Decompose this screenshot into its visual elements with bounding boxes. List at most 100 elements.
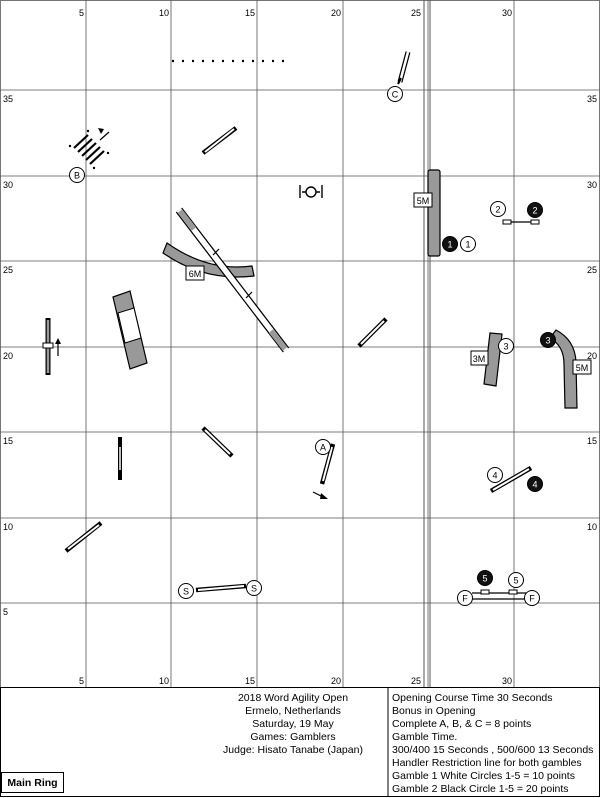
event-judge: Judge: Hisato Tanabe (Japan) xyxy=(223,744,363,756)
jump-lower-mid xyxy=(201,426,234,458)
bottom-label-10: 10 xyxy=(159,676,169,686)
jump-lower-left xyxy=(64,521,103,553)
black-circle-4: 4 xyxy=(527,476,543,492)
bottom-label-15: 15 xyxy=(245,676,255,686)
dog-walk xyxy=(175,207,290,353)
white-circle-3: 3 xyxy=(498,338,514,354)
marker-s-left: S xyxy=(178,583,194,599)
top-label-20: 20 xyxy=(331,8,341,18)
marker-f-right: F xyxy=(524,590,540,606)
left-label-15: 15 xyxy=(3,436,13,446)
svg-text:F: F xyxy=(462,594,468,604)
rule-line: 300/400 15 Seconds , 500/600 13 Seconds xyxy=(392,744,594,756)
left-label-25: 25 xyxy=(3,265,13,275)
pause-table-dots xyxy=(68,129,110,170)
white-circle-4: 4 xyxy=(487,467,503,483)
right-label-25: 25 xyxy=(587,265,597,275)
white-circle-2: 2 xyxy=(490,201,506,217)
jump-mid-right xyxy=(357,317,388,348)
marker-b: B xyxy=(69,167,85,183)
rule-line: Handler Restriction line for both gamble… xyxy=(392,757,582,769)
svg-text:5: 5 xyxy=(482,574,487,584)
svg-text:3: 3 xyxy=(503,342,508,352)
right-label-30: 30 xyxy=(587,180,597,190)
svg-text:A: A xyxy=(320,443,326,453)
tunnel-2 xyxy=(162,242,255,278)
tunnel-4-label: 5M xyxy=(576,363,589,373)
tire xyxy=(299,185,323,198)
black-circle-3: 3 xyxy=(540,332,556,348)
event-info: 2018 Word Agility Open Ermelo, Netherlan… xyxy=(200,692,386,757)
left-label-20: 20 xyxy=(3,351,13,361)
white-circle-1: 1 xyxy=(460,236,476,252)
tunnel-4-label-box xyxy=(572,359,592,375)
left-label-10: 10 xyxy=(3,522,13,532)
right-label-10: 10 xyxy=(587,522,597,532)
left-label-35: 35 xyxy=(3,94,13,104)
tunnel-3 xyxy=(483,332,503,387)
jump-upper-mid xyxy=(201,126,238,155)
svg-text:S: S xyxy=(251,584,257,594)
arrow-b xyxy=(98,128,110,141)
tunnel-1 xyxy=(427,169,441,257)
jump-left xyxy=(42,318,54,375)
jump-f xyxy=(472,589,526,600)
handler-restriction-line xyxy=(423,0,431,687)
svg-text:2: 2 xyxy=(532,206,537,216)
arrow-a xyxy=(312,491,328,499)
tunnel-3-label: 3M xyxy=(473,354,486,364)
marker-s-right: S xyxy=(246,580,262,596)
rule-line: Opening Course Time 30 Seconds xyxy=(392,692,553,704)
rule-line: Gamble 1 White Circles 1-5 = 10 points xyxy=(392,770,575,782)
arrow-left xyxy=(55,338,61,356)
svg-text:1: 1 xyxy=(465,240,470,250)
tunnel-2-label-box xyxy=(185,265,205,281)
right-label-35: 35 xyxy=(587,94,597,104)
rule-line: Bonus in Opening xyxy=(392,705,476,717)
bottom-label-5: 5 xyxy=(79,676,84,686)
event-title: 2018 Word Agility Open xyxy=(237,692,349,704)
rule-line: Gamble Time. xyxy=(392,731,458,743)
svg-text:4: 4 xyxy=(492,471,497,481)
black-circle-2: 2 xyxy=(527,202,543,218)
svg-text:5: 5 xyxy=(513,576,518,586)
svg-text:3: 3 xyxy=(545,336,550,346)
top-label-30: 30 xyxy=(502,8,512,18)
tunnel-2-label: 6M xyxy=(189,269,202,279)
marker-a: A xyxy=(315,439,331,455)
right-label-15: 15 xyxy=(587,436,597,446)
tunnel-3-label-box xyxy=(470,350,489,366)
top-label-15: 15 xyxy=(245,8,255,18)
rule-line: Complete A, B, & C = 8 points xyxy=(392,718,532,730)
top-label-5: 5 xyxy=(79,8,84,18)
tunnel-1-label-box xyxy=(413,192,433,208)
svg-text:2: 2 xyxy=(495,205,500,215)
event-games: Games: Gamblers xyxy=(250,731,336,743)
ring-label: Main Ring xyxy=(1,772,64,793)
bottom-label-25: 25 xyxy=(411,676,421,686)
top-label-25: 25 xyxy=(411,8,421,18)
event-location: Ermelo, Netherlands xyxy=(245,705,341,717)
left-label-30: 30 xyxy=(3,180,13,190)
tunnel-1-label: 5M xyxy=(417,196,430,206)
rule-line: Gamble 2 Black Circle 1-5 = 20 points xyxy=(392,783,569,795)
svg-text:1: 1 xyxy=(447,240,452,250)
black-circle-1: 1 xyxy=(442,236,458,252)
svg-text:C: C xyxy=(392,90,399,100)
bottom-label-20: 20 xyxy=(331,676,341,686)
jump-2 xyxy=(502,219,540,225)
event-date: Saturday, 19 May xyxy=(252,718,334,730)
svg-text:S: S xyxy=(183,587,189,597)
right-label-20: 20 xyxy=(587,351,597,361)
marker-c: C xyxy=(387,86,403,102)
black-circle-5: 5 xyxy=(477,570,493,586)
grid-labels: 5 10 15 20 25 30 5 10 15 20 25 30 35 30 … xyxy=(3,8,597,686)
seesaw-a xyxy=(319,443,336,485)
course-rules: Opening Course Time 30 Seconds Bonus in … xyxy=(392,692,597,796)
jump-s xyxy=(195,583,247,593)
top-label-10: 10 xyxy=(159,8,169,18)
bottom-label-30: 30 xyxy=(502,676,512,686)
svg-text:F: F xyxy=(529,594,535,604)
tunnel-4 xyxy=(549,329,578,409)
